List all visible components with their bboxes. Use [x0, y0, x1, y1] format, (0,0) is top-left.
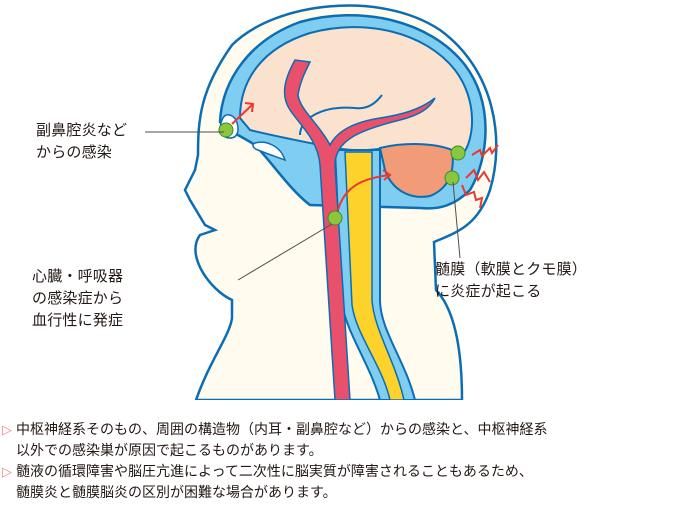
label-line: 副鼻腔炎など	[36, 121, 128, 139]
inflammation-zigzag-icon	[461, 144, 499, 209]
label-meninges-inflammation: 髄膜（軟膜とクモ膜） に炎症が起こる	[435, 258, 587, 302]
arrow-icon	[231, 102, 392, 211]
label-line: 血行性に発症	[32, 311, 124, 329]
spinal-cord	[344, 151, 405, 400]
note-line: 髄液の循環障害や脳圧亢進によって二次性に脳実質が障害されることもあるため、	[16, 464, 533, 480]
label-line: 心臓・呼吸器	[32, 267, 124, 285]
notes-list: ▷ 中枢神経系そのもの、周囲の構造物（内耳・副鼻腔など）からの感染と、中枢神経系…	[2, 420, 678, 504]
label-line: からの感染	[36, 143, 113, 161]
note-line: 中枢神経系そのもの、周囲の構造物（内耳・副鼻腔など）からの感染と、中枢神経系	[16, 422, 548, 438]
blood-vessel	[283, 59, 436, 400]
label-line: に炎症が起こる	[435, 282, 542, 300]
meningitis-illustration	[145, 4, 499, 400]
nasal-cavity	[252, 141, 287, 162]
label-sinus-infection: 副鼻腔炎など からの感染	[36, 119, 127, 163]
note-line: 以外での感染巣が原因で起こるものがあります。	[16, 443, 323, 459]
note-line: 髄膜炎と髄膜脳炎の区別が困難な場合があります。	[16, 485, 337, 501]
note-item: ▷ 髄液の循環障害や脳圧亢進によって二次性に脳実質が障害されることもあるため、 …	[2, 462, 678, 504]
leader-lines	[145, 131, 461, 281]
note-item: ▷ 中枢神経系そのもの、周囲の構造物（内耳・副鼻腔など）からの感染と、中枢神経系…	[2, 420, 678, 462]
label-line: の感染症から	[32, 289, 124, 307]
label-hematogenous: 心臓・呼吸器 の感染症から 血行性に発症	[32, 265, 123, 331]
triangle-marker-icon: ▷	[2, 423, 12, 438]
label-line: 髄膜（軟膜とクモ膜）	[435, 260, 588, 278]
triangle-marker-icon: ▷	[2, 465, 12, 480]
germ-icon	[218, 122, 466, 226]
